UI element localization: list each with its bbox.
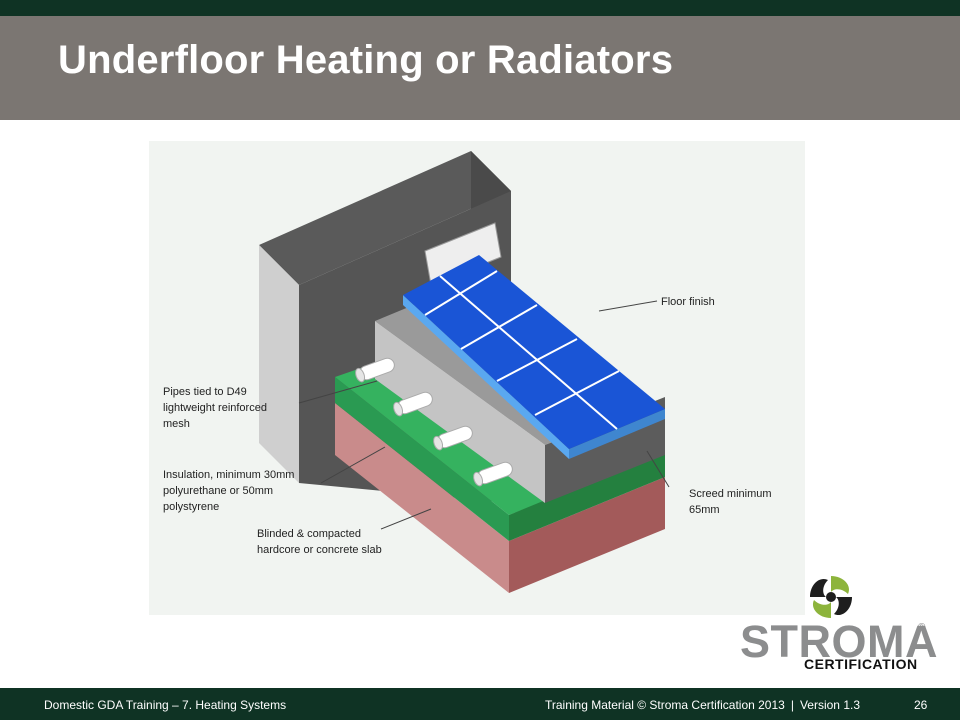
label-pipes-line1: Pipes tied to D49 <box>163 386 247 398</box>
tile-grout-lines <box>424 270 620 430</box>
label-screed-line1: Screed minimum <box>689 488 772 500</box>
label-hardcore-line2: hardcore or concrete slab <box>257 544 382 556</box>
screed-side-face <box>375 321 545 503</box>
top-strip <box>0 0 960 16</box>
footer-course-title: Domestic GDA Training – 7. Heating Syste… <box>44 698 287 712</box>
logo-registered-mark: ® <box>918 622 926 633</box>
label-hardcore-line1: Blinded & compacted <box>257 528 361 540</box>
slab-end-face <box>509 477 665 593</box>
slide-title: Underfloor Heating or Radiators <box>58 38 674 82</box>
logo-wordmark: STROMA <box>740 616 938 667</box>
page-number: 26 <box>914 698 928 712</box>
skirting-board <box>424 222 502 286</box>
footer-copyright: Training Material © Stroma Certification… <box>545 698 860 712</box>
stroma-logo: STROMA ® CERTIFICATION <box>740 572 938 676</box>
footer-separator: | <box>790 698 794 712</box>
heating-pipes <box>355 357 513 487</box>
wall-top-face <box>259 151 511 285</box>
footer-training-material: Training Material © Stroma Certification… <box>544 698 785 712</box>
floor-finish-end-edge <box>569 409 665 459</box>
underfloor-heating-diagram: Floor finish Pipes tied to D49 lightweig… <box>149 141 805 615</box>
label-floor-finish: Floor finish <box>661 296 715 308</box>
logo-subtitle: CERTIFICATION <box>804 656 918 672</box>
title-bar <box>0 16 960 120</box>
insulation-end-face <box>509 451 665 541</box>
footer-version: Version 1.3 <box>799 698 860 712</box>
insulation-side-face <box>335 377 509 541</box>
label-pipes-line2: lightweight reinforced <box>163 402 267 414</box>
wall-front-face <box>259 245 299 483</box>
footer-bar: Domestic GDA Training – 7. Heating Syste… <box>0 688 960 720</box>
label-insulation-line2: polyurethane or 50mm <box>163 485 273 497</box>
label-insulation-line1: Insulation, minimum 30mm <box>163 469 294 481</box>
stroma-swirl-icon <box>810 576 852 618</box>
floor-finish-tiles <box>403 255 665 449</box>
leader-lines <box>298 300 670 530</box>
floor-finish-edge <box>403 295 569 459</box>
label-screed-line2: 65mm <box>689 504 720 516</box>
label-insulation-line3: polystyrene <box>163 501 219 513</box>
label-pipes-line3: mesh <box>163 418 190 430</box>
